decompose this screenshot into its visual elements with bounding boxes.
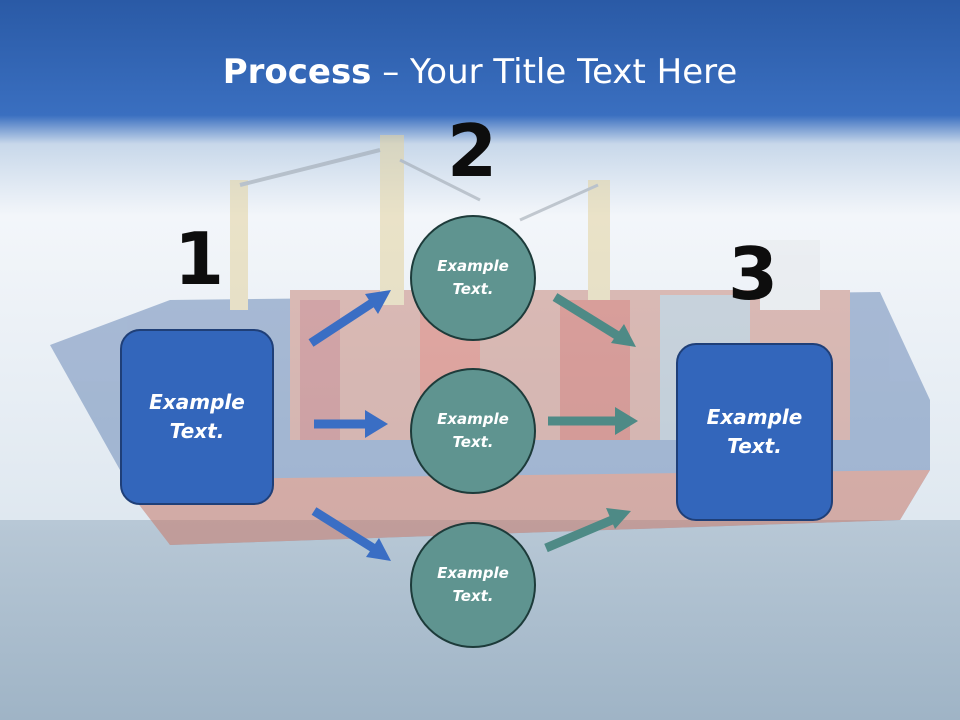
step-3-box-text: Example Text. <box>706 405 803 458</box>
blue-arrow-right <box>314 410 388 438</box>
step-number-3: 3 <box>727 232 779 316</box>
step-1-box-text: Example Text. <box>149 390 245 443</box>
title-bold: Process <box>222 52 372 92</box>
step-3-box: Example Text. <box>676 343 833 521</box>
step-2-circle-bottom: Example Text. <box>410 522 536 648</box>
blue-arrow-down <box>311 507 391 561</box>
teal-arrow-right <box>548 407 638 435</box>
title-rest: – Your Title Text Here <box>371 52 738 92</box>
circle-bottom-text: Example Text. <box>437 564 509 605</box>
teal-arrow-down <box>552 293 636 347</box>
step-1-box: Example Text. <box>120 329 274 505</box>
blue-arrow-up <box>308 290 391 347</box>
circle-top-text: Example Text. <box>437 257 509 298</box>
step-2-circle-top: Example Text. <box>410 215 536 341</box>
circle-middle-text: Example Text. <box>437 410 509 451</box>
step-number-2: 2 <box>446 109 498 193</box>
step-2-circle-middle: Example Text. <box>410 368 536 494</box>
slide-title: Process – Your Title Text Here <box>0 52 960 92</box>
step-number-1: 1 <box>173 217 225 301</box>
teal-arrow-up <box>544 508 631 553</box>
